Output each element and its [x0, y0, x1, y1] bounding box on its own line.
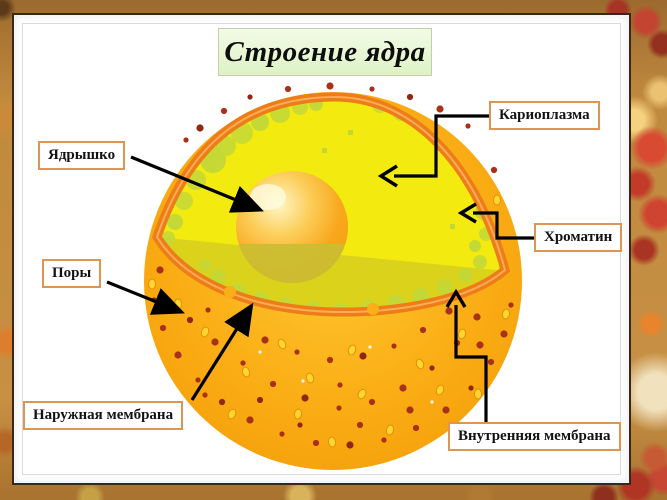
- arrow-inner-membrane: [454, 305, 488, 423]
- label-karyoplasm: Кариоплазма: [489, 101, 600, 130]
- pointer-arrows: [106, 114, 539, 423]
- nucleolus-sphere: [236, 171, 348, 284]
- label-chromatin: Хроматин: [534, 223, 623, 252]
- membrane-rim: [152, 92, 511, 317]
- label-pores: Поры: [42, 259, 102, 288]
- arrow-nucleolus: [130, 155, 264, 213]
- pore-notch: [367, 303, 379, 315]
- label-nucleolus: Ядрышко: [38, 141, 126, 170]
- arrow-karyoplasm-chevron: [377, 164, 398, 188]
- arrow-karyoplasm: [394, 114, 490, 178]
- arrow-chromatin-chevron: [457, 202, 477, 224]
- label-outer-membrane: Наружная мембрана: [23, 401, 184, 430]
- specks: [258, 345, 434, 404]
- arrow-pores: [106, 280, 185, 315]
- arrow-chromatin: [473, 211, 539, 240]
- droplets: [148, 194, 511, 448]
- arrow-inner-membrane-chevron: [445, 288, 467, 308]
- nucleolus-highlight: [250, 184, 286, 210]
- pore-dots: [151, 82, 514, 449]
- label-inner-membrane: Внутренняя мембрана: [448, 422, 621, 451]
- pore-notch: [224, 286, 236, 298]
- slide-title: Строение ядра: [218, 28, 432, 76]
- arrow-outer-membrane: [190, 302, 254, 401]
